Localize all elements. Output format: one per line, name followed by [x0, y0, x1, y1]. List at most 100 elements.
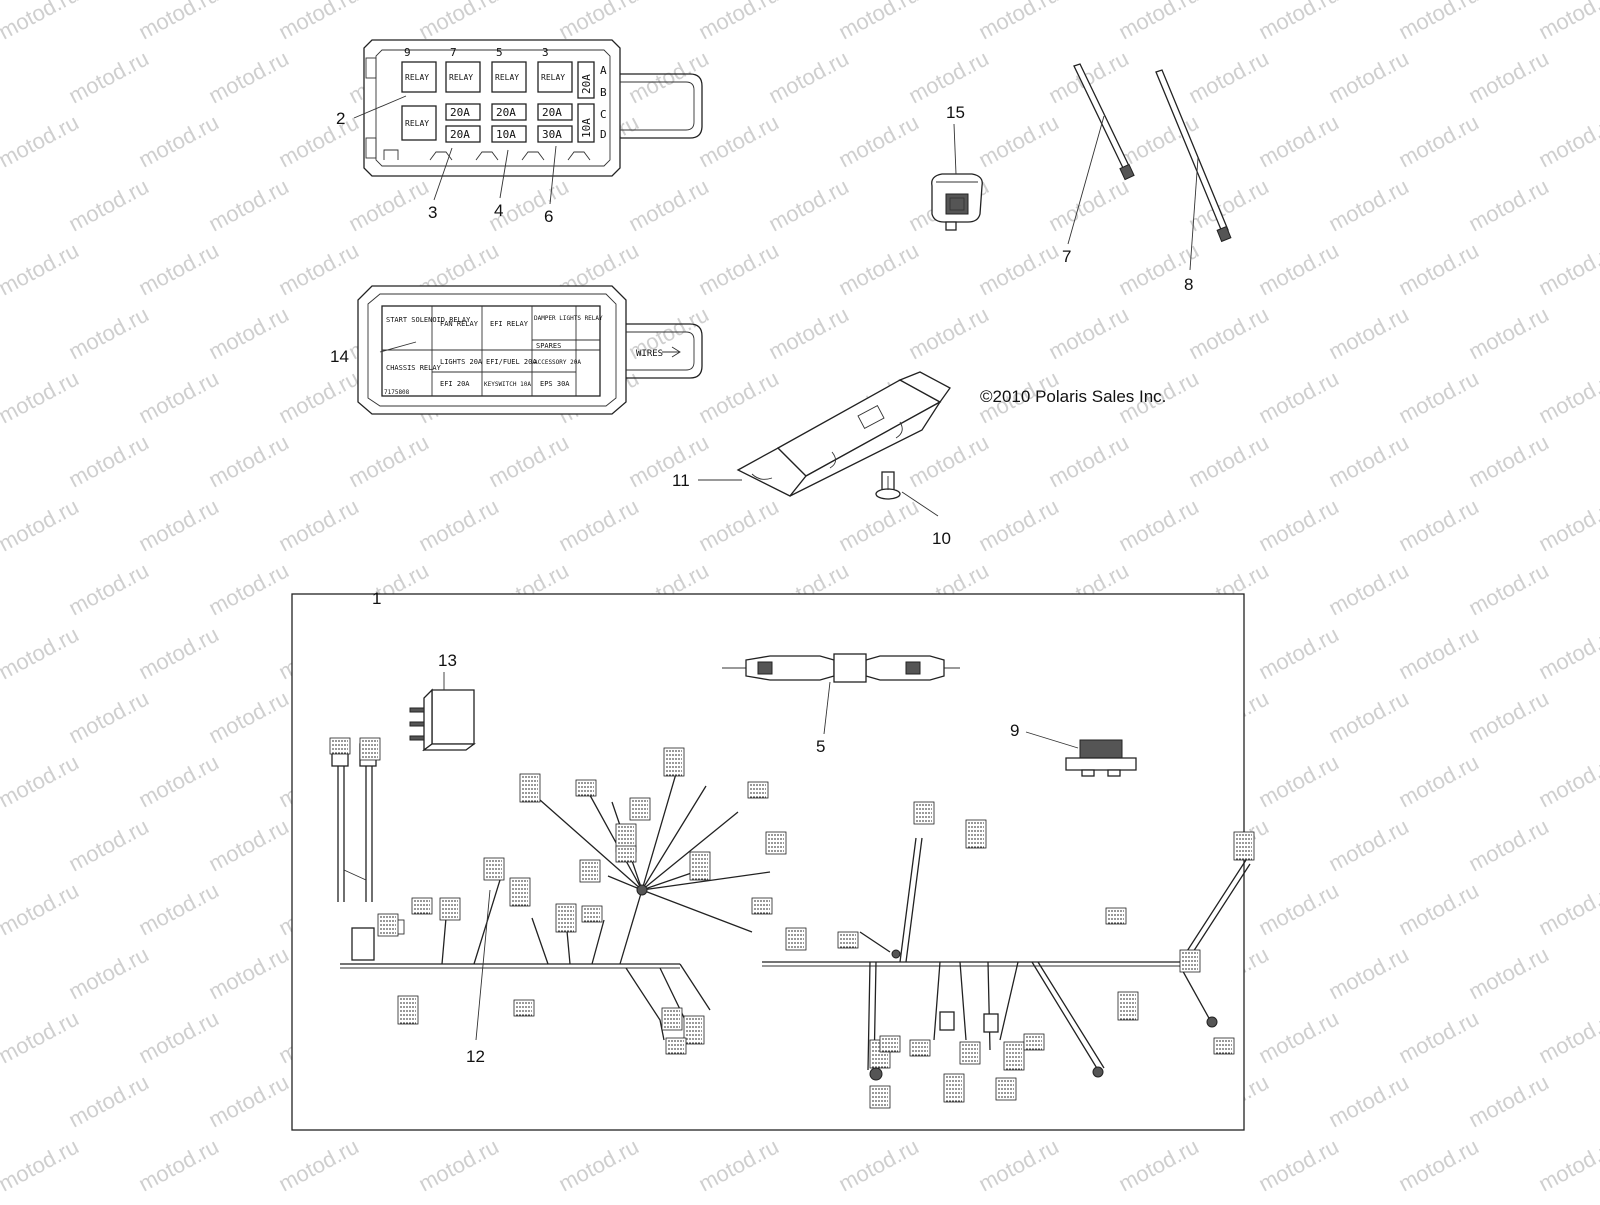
watermark-text: motod.ru [974, 494, 1062, 557]
wire-tag [1233, 831, 1255, 861]
watermark-text: motod.ru [0, 238, 83, 301]
watermark-text: motod.ru [0, 878, 83, 941]
watermark-text: motod.ru [1254, 0, 1342, 44]
watermark-text: motod.ru [1464, 1070, 1552, 1133]
wire-tag [581, 905, 603, 923]
watermark-text: motod.ru [64, 46, 152, 109]
wire-tag [513, 999, 535, 1017]
watermark-text: motod.ru [274, 1134, 362, 1197]
watermark-text: motod.ru [694, 1134, 782, 1197]
watermark-text: motod.ru [134, 1134, 222, 1197]
watermark-text: motod.ru [274, 110, 362, 173]
watermark-text: motod.ru [1464, 558, 1552, 621]
watermark-text: motod.ru [1534, 750, 1600, 813]
cover-label: ACCESSORY 20A [534, 359, 581, 366]
callout-11: 11 [672, 471, 690, 490]
wire-tag [439, 897, 461, 921]
watermark-text: motod.ru [1324, 430, 1412, 493]
watermark-text: motod.ru [1254, 622, 1342, 685]
fuse-rating: 10A [496, 128, 516, 141]
watermark-text: motod.ru [1394, 1134, 1482, 1197]
watermark-text: motod.ru [974, 1134, 1062, 1197]
wire-tag-layer [329, 737, 1255, 1109]
watermark-text: motod.ru [134, 750, 222, 813]
wire-tag [663, 747, 685, 777]
leader-lines [353, 95, 1199, 1041]
wire-tag [995, 1077, 1017, 1101]
relay-label: RELAY [405, 73, 429, 82]
watermark-text: motod.ru [694, 366, 782, 429]
inline-fuse-holder [722, 653, 960, 683]
relay-slot [537, 61, 573, 93]
wire-tag [1105, 907, 1127, 925]
watermark-text: motod.ru [834, 238, 922, 301]
watermark-text: motod.ru [1534, 622, 1600, 685]
wire-tag [689, 851, 711, 881]
callout-3: 3 [428, 203, 437, 222]
fuse-rating: 20A [542, 106, 562, 119]
wire-tag [615, 845, 637, 863]
fuse-box-open: 9 7 5 3 RELAY RELAY RELAY RELAY RELAY 20… [363, 39, 703, 177]
wire-tag [579, 859, 601, 883]
watermark-text: motod.ru [134, 110, 222, 173]
cover-label: EFI RELAY [490, 320, 529, 328]
watermark-text: motod.ru [554, 494, 642, 557]
cover-label: EFI 20A [440, 380, 470, 388]
cover-spares-label: SPARES [536, 342, 561, 350]
relay-slot [491, 61, 527, 93]
cover-label: DAMPER LIGHTS RELAY [534, 315, 603, 322]
wire-tag [397, 995, 419, 1025]
callout-7: 7 [1062, 247, 1071, 266]
watermark-text: motod.ru [1464, 942, 1552, 1005]
watermark-text: motod.ru [624, 174, 712, 237]
watermark-text: motod.ru [1464, 430, 1552, 493]
watermark-text: motod.ru [0, 1134, 83, 1197]
watermark-text: motod.ru [834, 110, 922, 173]
cover-label: CHASSIS RELAY [386, 364, 442, 372]
watermark-text: motod.ru [834, 1134, 922, 1197]
watermark-text: motod.ru [1394, 1006, 1482, 1069]
watermark-text: motod.ru [904, 430, 992, 493]
blade-fuse [1065, 739, 1137, 777]
watermark-text: motod.ru [1254, 878, 1342, 941]
watermark-text: motod.ru [1534, 1006, 1600, 1069]
watermark-text: motod.ru [1324, 814, 1412, 877]
watermark-text: motod.ru [1534, 366, 1600, 429]
watermark-text: motod.ru [974, 110, 1062, 173]
watermark-text: motod.ru [1464, 302, 1552, 365]
watermark-text: motod.ru [0, 0, 83, 44]
cable-tie-short [1073, 63, 1135, 181]
wire-tag [1003, 1041, 1025, 1071]
watermark-text: motod.ru [1394, 750, 1482, 813]
fuse-rating: 20A [450, 106, 470, 119]
watermark-text: motod.ru [1254, 366, 1342, 429]
watermark-text: motod.ru [64, 942, 152, 1005]
wire-tag [411, 897, 433, 915]
watermark-text: motod.ru [694, 110, 782, 173]
watermark-text: motod.ru [1254, 750, 1342, 813]
wire-tag [879, 1035, 901, 1053]
fuse-box-cover: WIRES START SOLENOID RELAY FAN RELAY EFI… [357, 285, 703, 415]
watermark-text: motod.ru [134, 238, 222, 301]
cover-label: KEYSWITCH 10A [484, 381, 531, 388]
watermark-text: motod.ru [1324, 302, 1412, 365]
relay-slot [401, 61, 437, 93]
watermark-text: motod.ru [1114, 1134, 1202, 1197]
watermark-text: motod.ru [484, 430, 572, 493]
wire-tag [1213, 1037, 1235, 1055]
watermark-text: motod.ru [204, 686, 292, 749]
watermark-text: motod.ru [1324, 1070, 1412, 1133]
watermark-text: motod.ru [0, 622, 83, 685]
watermark-text: motod.ru [204, 1070, 292, 1133]
watermark-text: motod.ru [414, 1134, 502, 1197]
watermark-text: motod.ru [904, 302, 992, 365]
fuse-row-letter: A [600, 64, 607, 77]
callout-layer: 2 3 4 6 14 15 7 8 11 10 1 13 5 9 12 [330, 103, 1193, 1066]
watermark-text: motod.ru [624, 430, 712, 493]
watermark-text: motod.ru [1394, 878, 1482, 941]
fuse-row-letter: B [600, 86, 607, 99]
watermark-text: motod.ru [1324, 174, 1412, 237]
wire-tag [765, 831, 787, 855]
relay-label: RELAY [449, 73, 473, 82]
callout-14: 14 [330, 347, 349, 366]
